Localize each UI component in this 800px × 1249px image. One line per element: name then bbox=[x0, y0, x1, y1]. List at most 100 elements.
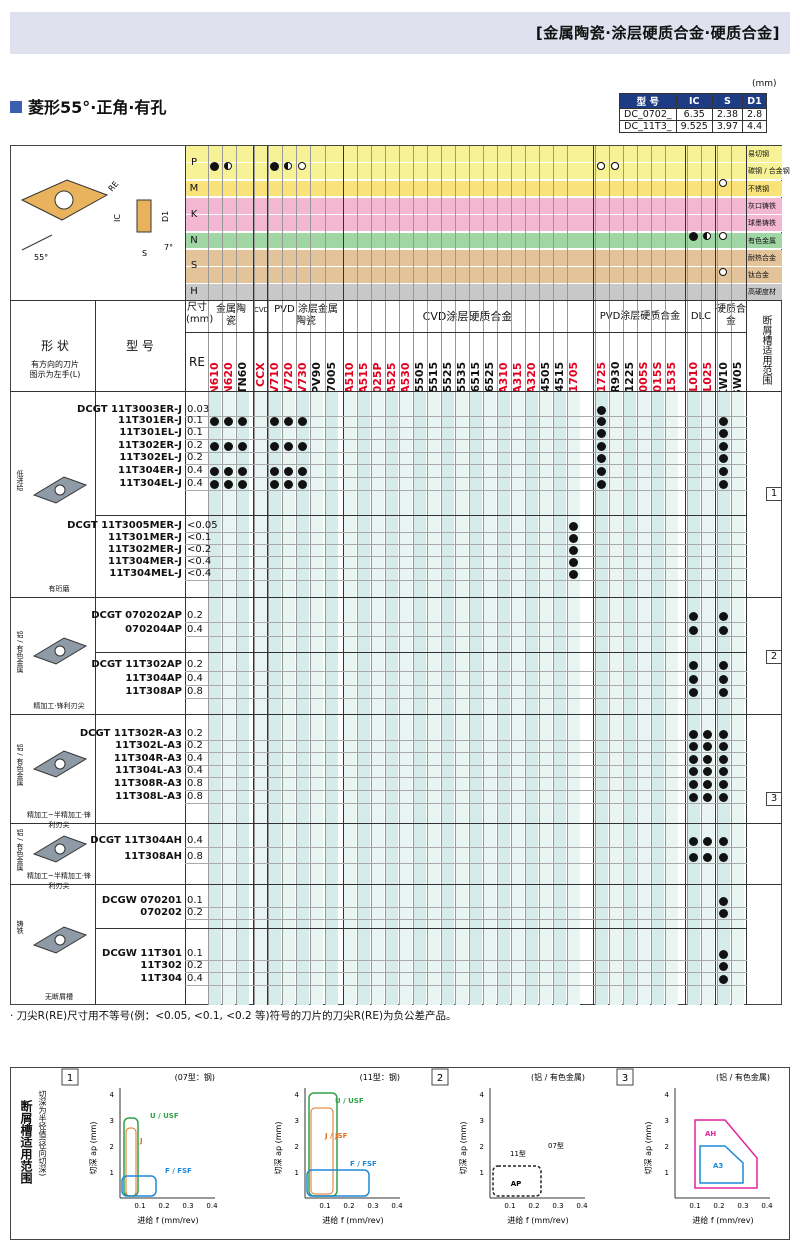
group-pvd-cermet: PVD 涂层金属陶瓷 bbox=[274, 304, 338, 327]
insert-photo-icon bbox=[32, 636, 88, 665]
material-marker bbox=[689, 232, 698, 241]
model-name: DCGT 11T3005MER-J bbox=[67, 520, 182, 531]
availability-dot bbox=[238, 480, 247, 489]
availability-dot bbox=[719, 417, 728, 426]
category-label: 铝 / 有色金属 bbox=[16, 828, 24, 871]
x-axis-label: 进给 f (mm/rev) bbox=[137, 1215, 198, 1225]
y-tick-label: 2 bbox=[110, 1143, 114, 1151]
row-line bbox=[185, 568, 747, 569]
grid-line bbox=[469, 146, 470, 1005]
dim-header: S bbox=[711, 93, 744, 109]
grid-line bbox=[236, 146, 237, 1005]
y-axis-label: 切深 ap (mm) bbox=[644, 1122, 653, 1175]
availability-dot bbox=[597, 429, 606, 438]
region-label: J bbox=[139, 1137, 143, 1145]
availability-dot bbox=[270, 480, 279, 489]
row-line bbox=[185, 532, 747, 533]
row-line bbox=[185, 671, 747, 672]
panel-num-box bbox=[616, 1068, 634, 1086]
availability-dot bbox=[298, 467, 307, 476]
availability-dot bbox=[597, 442, 606, 451]
group-pvd-carbide: PVD涂层硬质合金 bbox=[599, 311, 681, 322]
x-axis-label: 进给 f (mm/rev) bbox=[507, 1215, 568, 1225]
grid-line bbox=[371, 146, 372, 1005]
material-marker bbox=[719, 232, 727, 240]
grid-line bbox=[701, 146, 702, 1005]
model-name: 11T302 bbox=[140, 960, 182, 971]
x-tick-label: 0.4 bbox=[576, 1202, 588, 1210]
re-value: 0.4 bbox=[187, 478, 203, 489]
re-value: 0.2 bbox=[187, 960, 203, 971]
material-label: 碳钢 / 合金钢 bbox=[748, 167, 790, 176]
dim-unit: (mm) bbox=[752, 79, 777, 89]
model-name: 11T301MER-J bbox=[108, 532, 182, 543]
model-name: 11T304L-A3 bbox=[115, 765, 182, 776]
re-value: 0.8 bbox=[187, 686, 203, 697]
y-tick-label: 2 bbox=[480, 1143, 484, 1151]
dim-cell: 2.38 bbox=[711, 108, 744, 121]
re-value: 0.1 bbox=[187, 895, 203, 906]
y-tick-label: 1 bbox=[295, 1169, 299, 1177]
x-tick-label: 0.1 bbox=[134, 1202, 145, 1210]
material-code-H: H bbox=[190, 286, 198, 298]
group-divider bbox=[185, 146, 186, 1005]
y-axis-label: 切深 ap (mm) bbox=[459, 1122, 468, 1175]
x-tick-label: 0.2 bbox=[158, 1202, 169, 1210]
availability-dot bbox=[689, 626, 698, 635]
availability-dot bbox=[298, 480, 307, 489]
re-value: 0.1 bbox=[187, 415, 203, 426]
y-tick-label: 4 bbox=[665, 1091, 670, 1099]
y-tick-label: 3 bbox=[110, 1117, 114, 1125]
model-name: 11T301ER-J bbox=[117, 415, 182, 426]
y-tick-label: 1 bbox=[480, 1169, 484, 1177]
grid-line bbox=[553, 146, 554, 1005]
grid-line bbox=[357, 146, 358, 1005]
re-value: 0.4 bbox=[187, 465, 203, 476]
grid-line bbox=[455, 146, 456, 1005]
x-tick-label: 0.4 bbox=[391, 1202, 403, 1210]
x-axis-label: 进给 f (mm/rev) bbox=[322, 1215, 383, 1225]
row-line bbox=[185, 477, 747, 478]
material-code-P: P bbox=[190, 156, 198, 168]
chip-range-box[interactable]: 2 bbox=[766, 650, 782, 664]
availability-dot bbox=[210, 467, 219, 476]
re-value: 0.8 bbox=[187, 778, 203, 789]
material-marker bbox=[224, 162, 232, 170]
grid-line bbox=[637, 146, 638, 1005]
row-line bbox=[185, 777, 747, 778]
availability-dot bbox=[238, 417, 247, 426]
availability-dot bbox=[597, 480, 606, 489]
availability-dot bbox=[284, 442, 293, 451]
availability-dot bbox=[703, 793, 712, 802]
model-header: 型 号 bbox=[126, 339, 154, 353]
availability-dot bbox=[284, 417, 293, 426]
availability-dot bbox=[719, 909, 728, 918]
chip-range-box[interactable]: 3 bbox=[766, 792, 782, 806]
grid-line bbox=[525, 146, 526, 1005]
dim-cell: 3.97 bbox=[711, 120, 744, 133]
x-tick-label: 0.4 bbox=[761, 1202, 773, 1210]
re-value: 0.1 bbox=[187, 948, 203, 959]
grid-line bbox=[441, 146, 442, 1005]
chip-range-box[interactable]: 1 bbox=[766, 487, 782, 501]
model-name: DCGW 11T301 bbox=[102, 948, 182, 959]
availability-dot bbox=[719, 661, 728, 670]
category-subtitle: 精加工~半精加工·锋利刃尖 bbox=[26, 872, 92, 890]
re-value: 0.8 bbox=[187, 851, 203, 862]
x-tick-label: 0.3 bbox=[182, 1202, 193, 1210]
availability-dot bbox=[689, 742, 698, 751]
material-marker bbox=[611, 162, 619, 170]
row-line bbox=[185, 464, 747, 465]
dim-cell: 4.4 bbox=[741, 120, 768, 133]
group-dlc: DLC bbox=[688, 310, 714, 323]
y-tick-label: 2 bbox=[295, 1143, 299, 1151]
shape-note: 有方向的刀片图示为左手(L) bbox=[14, 360, 96, 380]
model-name: 11T304ER-J bbox=[117, 465, 182, 476]
availability-dot bbox=[719, 626, 728, 635]
y-axis-label: 切深 ap (mm) bbox=[274, 1122, 283, 1175]
model-name: DCGT 11T302R-A3 bbox=[79, 728, 182, 739]
grid-line bbox=[385, 146, 386, 1005]
material-code-N: N bbox=[190, 234, 198, 246]
